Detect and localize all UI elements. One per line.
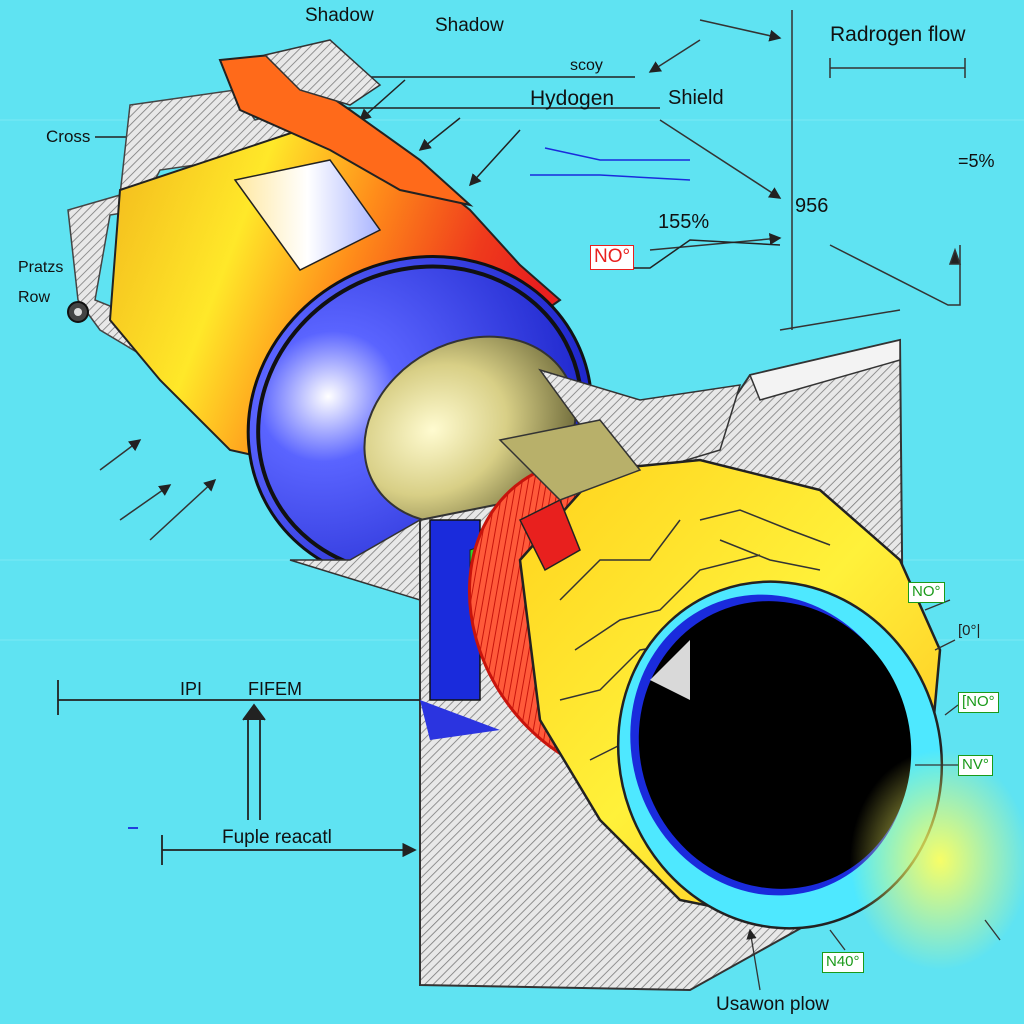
top-hatch-block (263, 39, 382, 106)
label-ipi: IPI (180, 679, 203, 699)
exhaust-glow (850, 750, 1024, 970)
tag-n40-green: N40° (822, 952, 864, 973)
tag-no-green-2: [NO° (958, 692, 999, 713)
window-band (233, 159, 382, 271)
ipi-dimension-line (57, 680, 420, 865)
black-throat (638, 601, 912, 889)
top-right-dimension-lines (648, 10, 966, 331)
nozzle-assembly (467, 419, 1024, 970)
label-fuple-reacatl: Fuple reacatl (222, 827, 332, 848)
label-usawon-plow: Usawon plow (716, 994, 829, 1015)
red-accent-block (518, 498, 581, 572)
label-row: Row (18, 289, 51, 306)
label-hydogen: Hydogen (530, 87, 615, 110)
left-flow-arrows (99, 439, 217, 541)
tag-no-red: NO° (590, 245, 635, 270)
label-scoy: scoy (570, 57, 603, 74)
label-956: 956 (795, 195, 829, 217)
tag-nv-green: NV° (958, 755, 993, 776)
label-shadow-top: Shadow (305, 5, 374, 26)
label-radrogen-flow: Radrogen flow (830, 23, 966, 46)
label-155pct: 155% (658, 211, 710, 233)
label-pratzs: Pratzs (18, 259, 64, 276)
label-cross: Cross (46, 127, 91, 146)
tag-bracket-1: [0°| (958, 622, 981, 639)
right-tag-leaders (746, 599, 1001, 991)
label-pct-minus5: =5% (958, 151, 995, 171)
tag-no-green-1: NO° (908, 582, 945, 603)
label-shadow-second: Shadow (435, 15, 504, 36)
label-fifem: FIFEM (248, 679, 302, 699)
label-shield: Shield (668, 87, 724, 109)
